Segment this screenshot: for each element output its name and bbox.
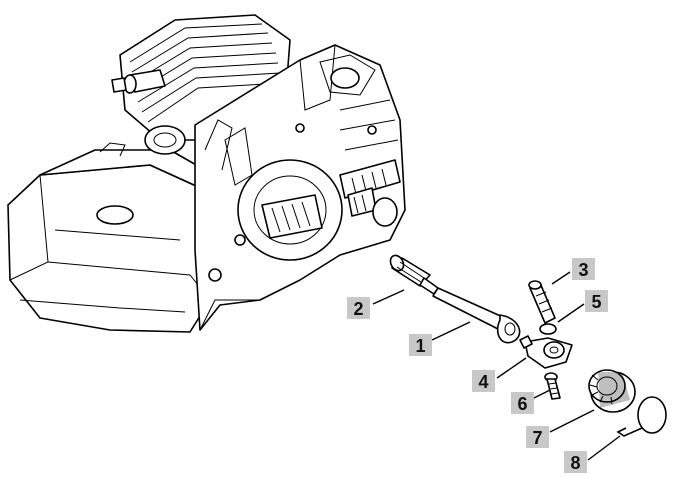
- callout-2: 2: [347, 297, 370, 319]
- callout-8-text: 8: [570, 453, 580, 473]
- callout-6-text: 6: [517, 394, 527, 414]
- leader-1: [431, 321, 471, 341]
- oil-suction-hose: [432, 287, 521, 344]
- oil-pickup-strainer: [389, 254, 439, 295]
- leader-2: [372, 289, 405, 305]
- callout-4-text: 4: [478, 372, 488, 392]
- pump-screw: [544, 372, 561, 400]
- oil-pump-worm: [528, 280, 556, 324]
- o-ring: [539, 323, 557, 335]
- oil-pump-body: [519, 335, 573, 369]
- engine-housing-illustration: [7, 14, 406, 333]
- worm-gear: [588, 369, 636, 413]
- callout-3-text: 3: [578, 260, 588, 280]
- callout-7-text: 7: [532, 428, 542, 448]
- callout-3: 3: [572, 258, 595, 280]
- leader-3: [551, 271, 571, 285]
- leader-5: [557, 303, 585, 323]
- callout-1: 1: [409, 334, 432, 356]
- callout-2-text: 2: [353, 299, 363, 319]
- callout-5-text: 5: [591, 292, 601, 312]
- callout-4: 4: [472, 370, 495, 392]
- leader-4: [496, 357, 527, 379]
- spring-clip: [616, 396, 667, 437]
- leader-7: [549, 409, 595, 433]
- callout-6: 6: [511, 392, 534, 414]
- callout-8: 8: [564, 451, 587, 473]
- callout-1-text: 1: [415, 336, 425, 356]
- callout-5: 5: [585, 290, 608, 312]
- callout-7: 7: [526, 426, 549, 448]
- leader-6: [533, 389, 551, 399]
- leader-8: [587, 435, 621, 461]
- leader-lines: [372, 271, 621, 461]
